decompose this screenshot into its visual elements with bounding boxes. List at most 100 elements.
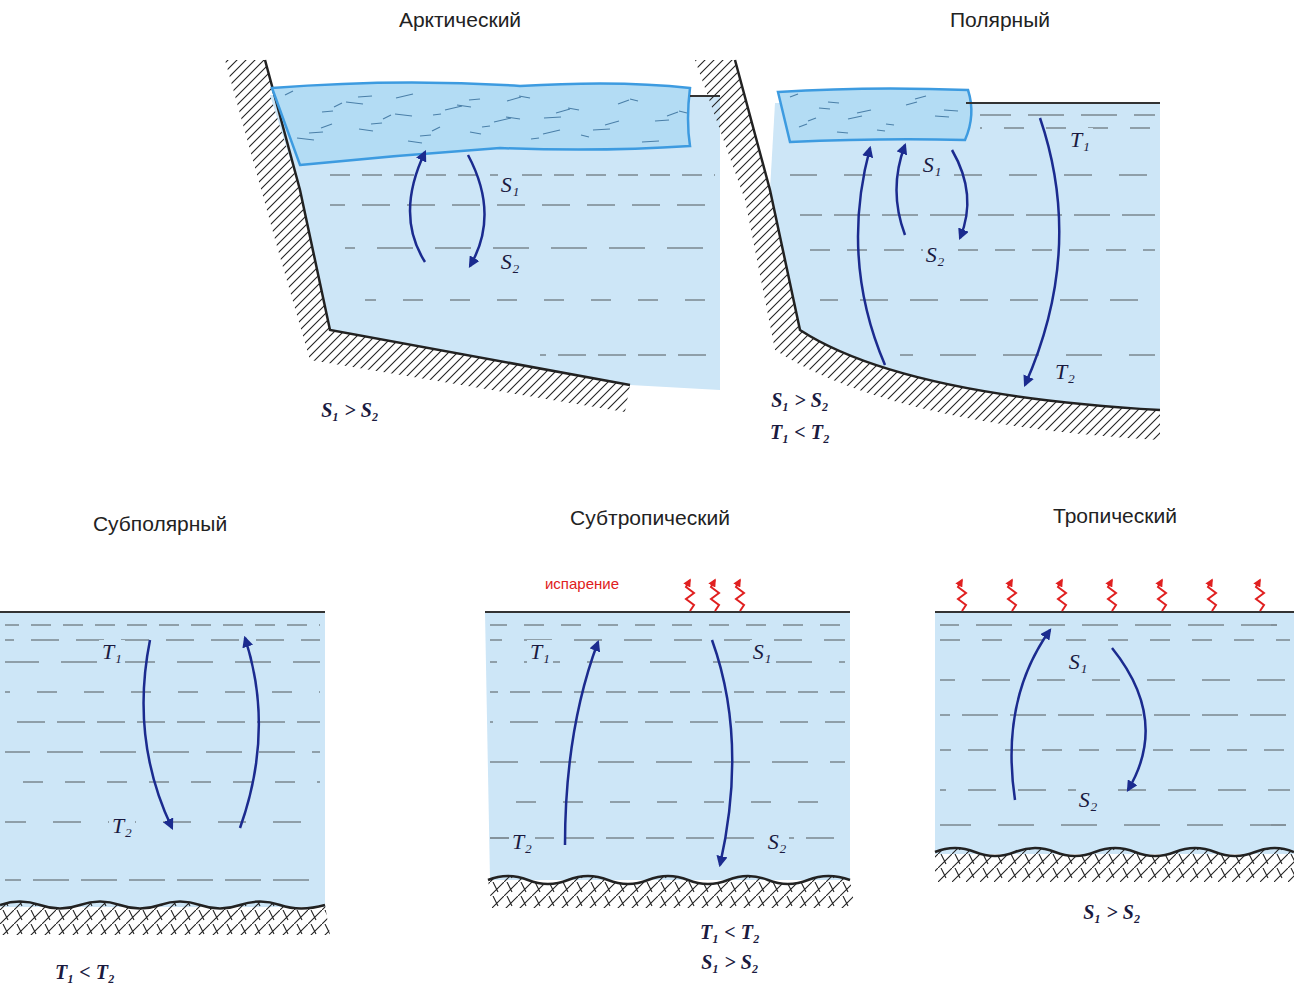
water-dash-line xyxy=(490,691,845,692)
circulation-arrow xyxy=(240,638,259,828)
symbol-label: T₁ xyxy=(1067,128,1093,152)
evaporation-label: испарение xyxy=(542,576,622,593)
symbol-label: S₁ xyxy=(920,153,945,177)
illustration-part xyxy=(5,115,1290,880)
water-dash-line xyxy=(940,714,1290,715)
ice-texture xyxy=(790,94,798,97)
water-dash-line xyxy=(820,299,1155,300)
ice-texture xyxy=(828,102,839,103)
ice-texture xyxy=(544,117,561,118)
panel: Полярный xyxy=(840,8,1160,438)
water-dash-line xyxy=(490,661,845,662)
circulation-arrow xyxy=(1025,118,1059,385)
water-dash-line xyxy=(490,639,845,640)
ice-texture xyxy=(358,96,372,97)
ice-texture xyxy=(837,132,848,133)
symbol-label: S₂ xyxy=(765,830,790,854)
water-dash-line xyxy=(490,624,845,625)
ice-texture xyxy=(297,138,314,140)
water-dash-line xyxy=(490,837,845,838)
ice-texture xyxy=(420,135,431,136)
seabed-hatch xyxy=(488,876,855,908)
ice-texture xyxy=(359,129,373,131)
circulation-arrow xyxy=(952,150,967,238)
symbol-label: T₁ < T₂ xyxy=(52,961,118,983)
ice xyxy=(272,82,690,165)
ice-texture xyxy=(321,124,332,128)
ice-texture xyxy=(309,132,323,133)
symbol-label: S₁ xyxy=(1066,650,1091,674)
circulation-arrow xyxy=(1012,630,1050,800)
symbol-label: S₁ xyxy=(498,173,523,197)
water-dash-line xyxy=(5,624,320,625)
symbol-label: T₂ xyxy=(1052,360,1078,384)
water-dash-line xyxy=(5,879,320,880)
ice-texture xyxy=(886,124,894,125)
water-dash-line xyxy=(800,214,1155,215)
ice-texture xyxy=(334,103,342,107)
water-dash-line xyxy=(5,691,320,692)
circulation-arrow xyxy=(1112,648,1146,790)
water-dash-line xyxy=(490,761,845,762)
shore-hatch xyxy=(695,60,1160,440)
circulation-arrow xyxy=(410,152,425,262)
panel-title: Тропический xyxy=(940,504,1290,528)
symbol-label: T₂ xyxy=(509,830,535,854)
water-dash-line xyxy=(5,661,320,662)
water xyxy=(485,612,850,880)
ice-texture xyxy=(285,91,293,95)
ice-texture xyxy=(655,120,669,121)
surface-line xyxy=(0,611,325,613)
ice-texture xyxy=(556,109,570,113)
water-dash-line xyxy=(940,679,1290,680)
ice-texture xyxy=(470,132,481,134)
ice xyxy=(778,88,971,142)
symbol-label: S₁ > S₂ xyxy=(768,389,832,411)
seabed-hatch xyxy=(935,848,1294,882)
ice-texture xyxy=(432,127,440,131)
water-dash-line xyxy=(5,751,320,752)
water-dash-line xyxy=(940,824,1290,825)
ice-texture xyxy=(543,130,560,134)
panel: Тропический xyxy=(940,504,1290,990)
water-dash-line xyxy=(5,821,320,822)
evaporation-arrow xyxy=(1058,580,1066,611)
water-dash-line xyxy=(490,801,845,802)
ice-texture xyxy=(630,99,638,101)
water-dash-line xyxy=(800,249,1155,250)
water-dash-line xyxy=(345,247,715,248)
water-dash-line xyxy=(940,789,1290,790)
ice-texture xyxy=(469,99,480,100)
water xyxy=(0,612,325,907)
illustration-part xyxy=(144,118,1146,865)
symbol-label: T₁ < T₂ xyxy=(767,421,833,443)
seabed-line xyxy=(488,876,850,884)
ice-texture xyxy=(396,94,413,98)
ice-texture xyxy=(819,108,830,109)
ice-texture xyxy=(915,96,926,99)
panel-title: Арктический xyxy=(210,8,710,32)
ice-texture xyxy=(408,141,422,143)
ice-texture xyxy=(877,130,885,131)
water-dash-line xyxy=(540,354,715,355)
circulation-arrow xyxy=(144,640,172,828)
symbol-label: S₁ > S₂ xyxy=(1080,901,1144,923)
water xyxy=(770,103,1160,410)
symbol-label: S₁ xyxy=(750,640,775,664)
ice-texture xyxy=(433,114,441,115)
panel: Арктический xyxy=(210,8,710,438)
symbol-label: S₂ xyxy=(923,243,948,267)
evaporation-arrow xyxy=(1256,580,1264,611)
circulation-arrow xyxy=(468,155,485,266)
ice-texture xyxy=(395,114,412,116)
ice-texture xyxy=(605,121,619,125)
illustration-part xyxy=(686,580,1264,611)
water-dash-line xyxy=(5,721,320,722)
ice-texture xyxy=(568,108,579,110)
ice-texture xyxy=(506,117,520,119)
evaporation-arrow xyxy=(958,580,966,611)
ice-texture xyxy=(808,118,816,121)
ice-texture xyxy=(383,115,391,119)
water-dash-line xyxy=(365,299,715,300)
